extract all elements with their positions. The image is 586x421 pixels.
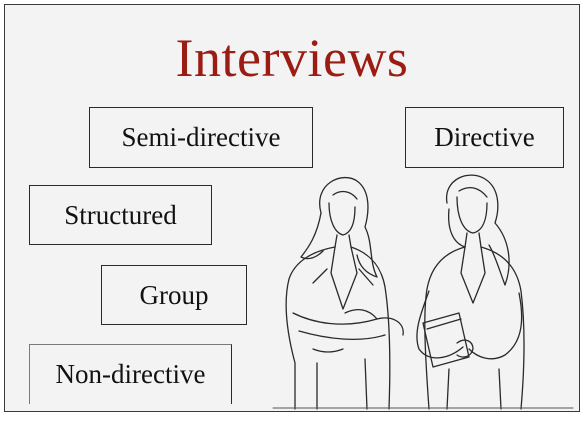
box-group-label: Group (139, 279, 209, 310)
box-directive-label: Directive (434, 122, 535, 152)
box-non-directive-label: Non-directive (55, 359, 206, 389)
slide-title: Interviews (175, 28, 409, 88)
box-non-directive: Non-directive (29, 344, 232, 404)
box-semi-directive-label: Semi-directive (121, 122, 281, 152)
box-directive: Directive (405, 107, 564, 168)
slide: Interviews Semi-directive Directive Stru… (4, 4, 580, 412)
box-group: Group (101, 265, 247, 325)
box-structured: Structured (29, 185, 212, 245)
box-structured-label: Structured (64, 199, 177, 230)
box-semi-directive: Semi-directive (89, 107, 313, 168)
two-women-line-art-illustration (272, 173, 574, 410)
